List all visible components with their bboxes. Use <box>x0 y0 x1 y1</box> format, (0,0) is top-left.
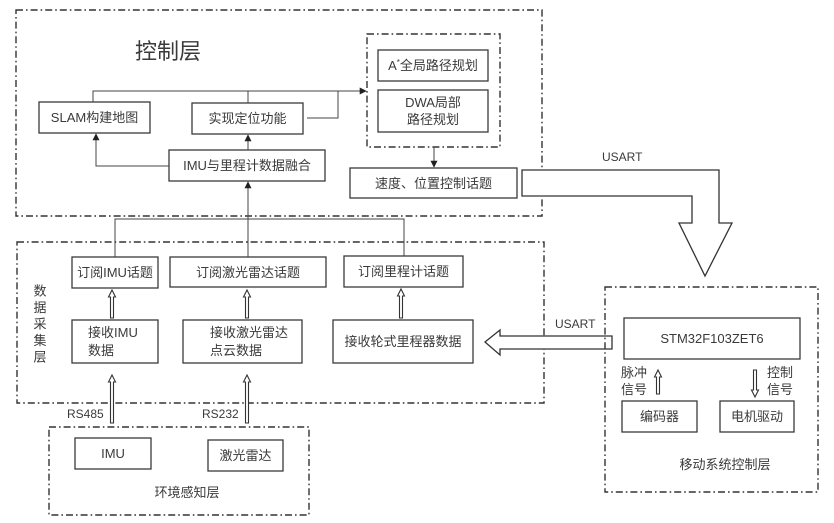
usart-downlink-arrow <box>521 169 734 278</box>
receive-odom-box <box>332 319 474 364</box>
subscribe-imu-box <box>71 256 159 289</box>
subscribe-imu-label: 订阅IMU话题 <box>77 265 153 280</box>
local-planner-label-line2: 路径规划 <box>407 112 459 127</box>
control-layer-boundary <box>15 9 543 217</box>
receive-imu-box <box>71 319 159 364</box>
speed-topic-node: 速度、位置控制话题 <box>349 167 518 199</box>
local-planner-box <box>377 89 489 133</box>
lidar-rs232-arrow <box>242 373 252 424</box>
mobile-control-layer: STM32F103ZET6 脉冲 信号 控制 信号 编码器 电机驱动 移动系统控… <box>604 286 819 493</box>
mcu-label: STM32F103ZET6 <box>660 331 763 346</box>
map-to-planning-connector <box>92 87 367 102</box>
rs232-label: RS232 <box>202 407 239 421</box>
subscribe-odom-label: 订阅里程计话题 <box>358 264 449 279</box>
rs485-label: RS485 <box>67 407 104 421</box>
slam-map-node: SLAM构建地图 <box>38 101 151 134</box>
localization-node: 实现定位功能 <box>191 102 304 135</box>
localization-label: 实现定位功能 <box>208 111 286 126</box>
speed-topic-box <box>349 167 518 199</box>
planning-group: A*全局路径规划 DWA局部 路径规划 <box>366 33 501 148</box>
usart-uplink-arrow <box>483 328 613 357</box>
pulse-signal-label-line1: 脉冲 <box>621 365 647 380</box>
perception-layer-boundary <box>48 426 310 516</box>
receive-lidar-label-line1: 接收激光雷达 <box>210 325 288 340</box>
localization-side-connector <box>307 91 339 119</box>
receive-imu-label-line1: 接收IMU <box>88 325 138 340</box>
fusion-node: IMU与里程计数据融合 <box>168 149 326 182</box>
motor-driver-box <box>719 400 795 433</box>
fusion-label: IMU与里程计数据融合 <box>183 158 311 173</box>
receive-lidar-box <box>182 319 303 364</box>
lidar-sensor-box <box>207 439 284 472</box>
usart-uplink-label: USART <box>555 317 596 331</box>
subscribe-odom-box <box>343 255 464 288</box>
mobile-layer-title: 移动系统控制层 <box>679 457 770 472</box>
encoder-label: 编码器 <box>640 409 679 424</box>
receive-odom-label: 接收轮式里程器数据 <box>344 334 461 349</box>
mobile-layer-boundary <box>604 286 819 493</box>
topic-collector-connector <box>114 218 405 257</box>
localization-box <box>191 102 304 135</box>
encoder-to-mcu-arrow <box>653 368 663 395</box>
imu-sensor-label: IMU <box>101 446 125 461</box>
global-planner-box <box>377 49 489 82</box>
control-signal-label-line2: 信号 <box>767 382 793 397</box>
control-layer: 控制层 SLAM构建地图 实现定位功能 IMU与里程计数据融合 A*全局路径规划… <box>15 9 543 217</box>
global-planner-label: A*全局路径规划 <box>388 58 478 73</box>
perception-layer: IMU 激光雷达 环境感知层 <box>48 426 310 516</box>
data-layer-title: 数据采集层 <box>32 284 47 367</box>
subscribe-lidar-box <box>169 256 327 288</box>
encoder-box <box>621 400 698 433</box>
imu-receive-to-subscribe-arrow <box>107 288 117 319</box>
slam-map-label: SLAM构建地图 <box>51 110 138 125</box>
receive-lidar-label-line2: 点云数据 <box>210 343 262 358</box>
control-signal-label-line1: 控制 <box>767 365 793 380</box>
data-acquisition-layer: 数据采集层 订阅IMU话题 订阅激光雷达话题 订阅里程计话题 接收IMU 数据 … <box>16 241 545 404</box>
pulse-signal-label-line2: 信号 <box>621 382 647 397</box>
odom-receive-to-subscribe-arrow <box>396 287 406 319</box>
speed-topic-label: 速度、位置控制话题 <box>375 176 492 191</box>
subscribe-lidar-label: 订阅激光雷达话题 <box>196 265 300 280</box>
fusion-to-slam-arrow <box>92 133 169 167</box>
mcu-to-motor-arrow <box>750 369 760 399</box>
imu-rs485-arrow <box>107 373 117 424</box>
imu-sensor-box <box>74 437 152 470</box>
motor-driver-label: 电机驱动 <box>731 409 783 424</box>
mcu-box <box>623 317 801 360</box>
receive-imu-label-line2: 数据 <box>88 343 114 358</box>
fusion-box <box>168 149 326 182</box>
local-planner-label-line1: DWA局部 <box>405 95 461 110</box>
usart-downlink-label: USART <box>602 150 643 164</box>
lidar-sensor-label: 激光雷达 <box>219 448 271 463</box>
lidar-receive-to-subscribe-arrow <box>242 288 252 319</box>
data-layer-boundary <box>16 241 545 404</box>
control-layer-title: 控制层 <box>135 39 201 64</box>
slam-map-box <box>38 101 151 134</box>
perception-layer-title: 环境感知层 <box>154 485 219 500</box>
